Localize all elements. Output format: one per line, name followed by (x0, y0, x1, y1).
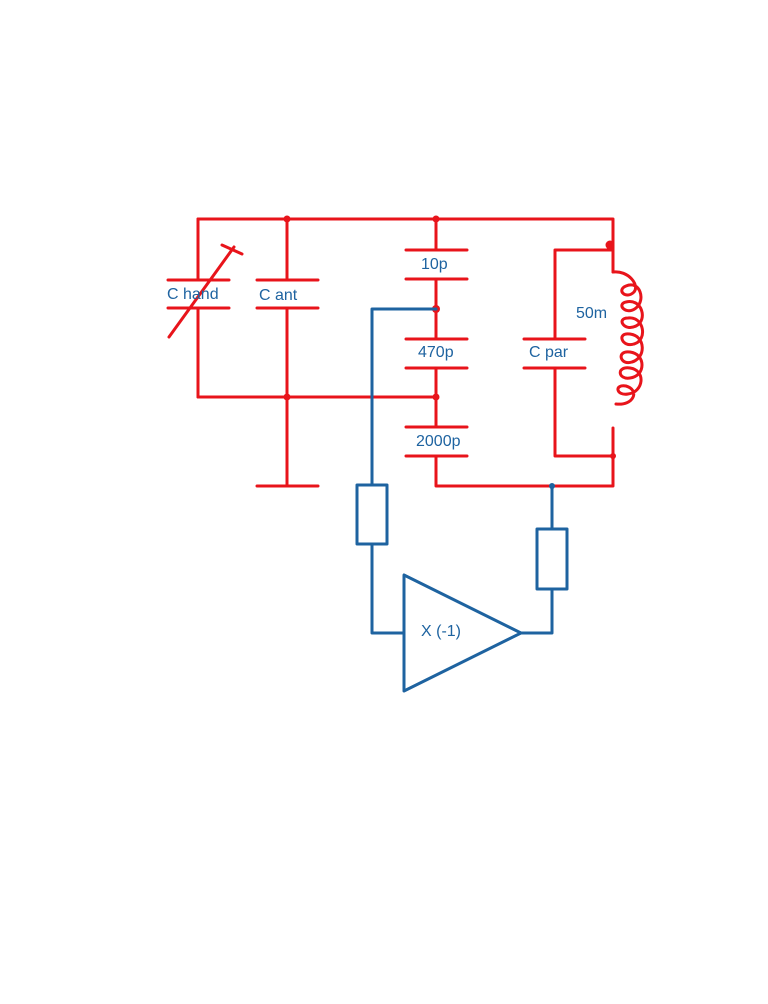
junction-dot (432, 215, 440, 223)
c-hand-variable-arrow (167, 245, 236, 339)
c-hand-capacitor (166, 217, 244, 399)
resistor-right (535, 527, 569, 591)
junction-dot (283, 215, 291, 223)
feedback-path (355, 307, 569, 693)
stack-bottom-wire (434, 454, 615, 488)
c-par-top-wire (553, 248, 615, 341)
junction-dot (283, 393, 291, 401)
junction-dots (283, 215, 616, 459)
amp-output-wire (519, 587, 554, 635)
junction-dot (432, 393, 440, 401)
label-c-ant: C ant (259, 287, 298, 304)
inductor-coil (611, 246, 644, 458)
component-labels: C hand C ant 10p 470p 2000p C par 50m X … (167, 256, 607, 640)
inductor-winding (611, 270, 644, 406)
label-amplifier: X (-1) (421, 623, 461, 640)
junction-dot (610, 453, 616, 459)
feedback-wire-left (370, 307, 438, 487)
label-c-hand: C hand (167, 286, 219, 303)
c-par-capacitor (522, 248, 615, 458)
label-inductor: 50m (576, 305, 607, 322)
resonant-circuit (166, 215, 644, 488)
label-10p: 10p (421, 256, 448, 273)
junction-dot (549, 483, 555, 489)
label-c-par: C par (529, 344, 569, 361)
resistor-left (355, 483, 389, 546)
label-2000p: 2000p (416, 433, 461, 450)
junction-dot (605, 240, 615, 250)
amp-input-wire (370, 542, 406, 635)
label-470p: 470p (418, 344, 454, 361)
c-par-bottom-wire (553, 366, 615, 458)
inverting-amplifier (402, 573, 523, 693)
c-hand-variable-tick (220, 243, 244, 256)
c-ant-capacitor (255, 217, 320, 488)
top-rail-wire (196, 217, 615, 250)
